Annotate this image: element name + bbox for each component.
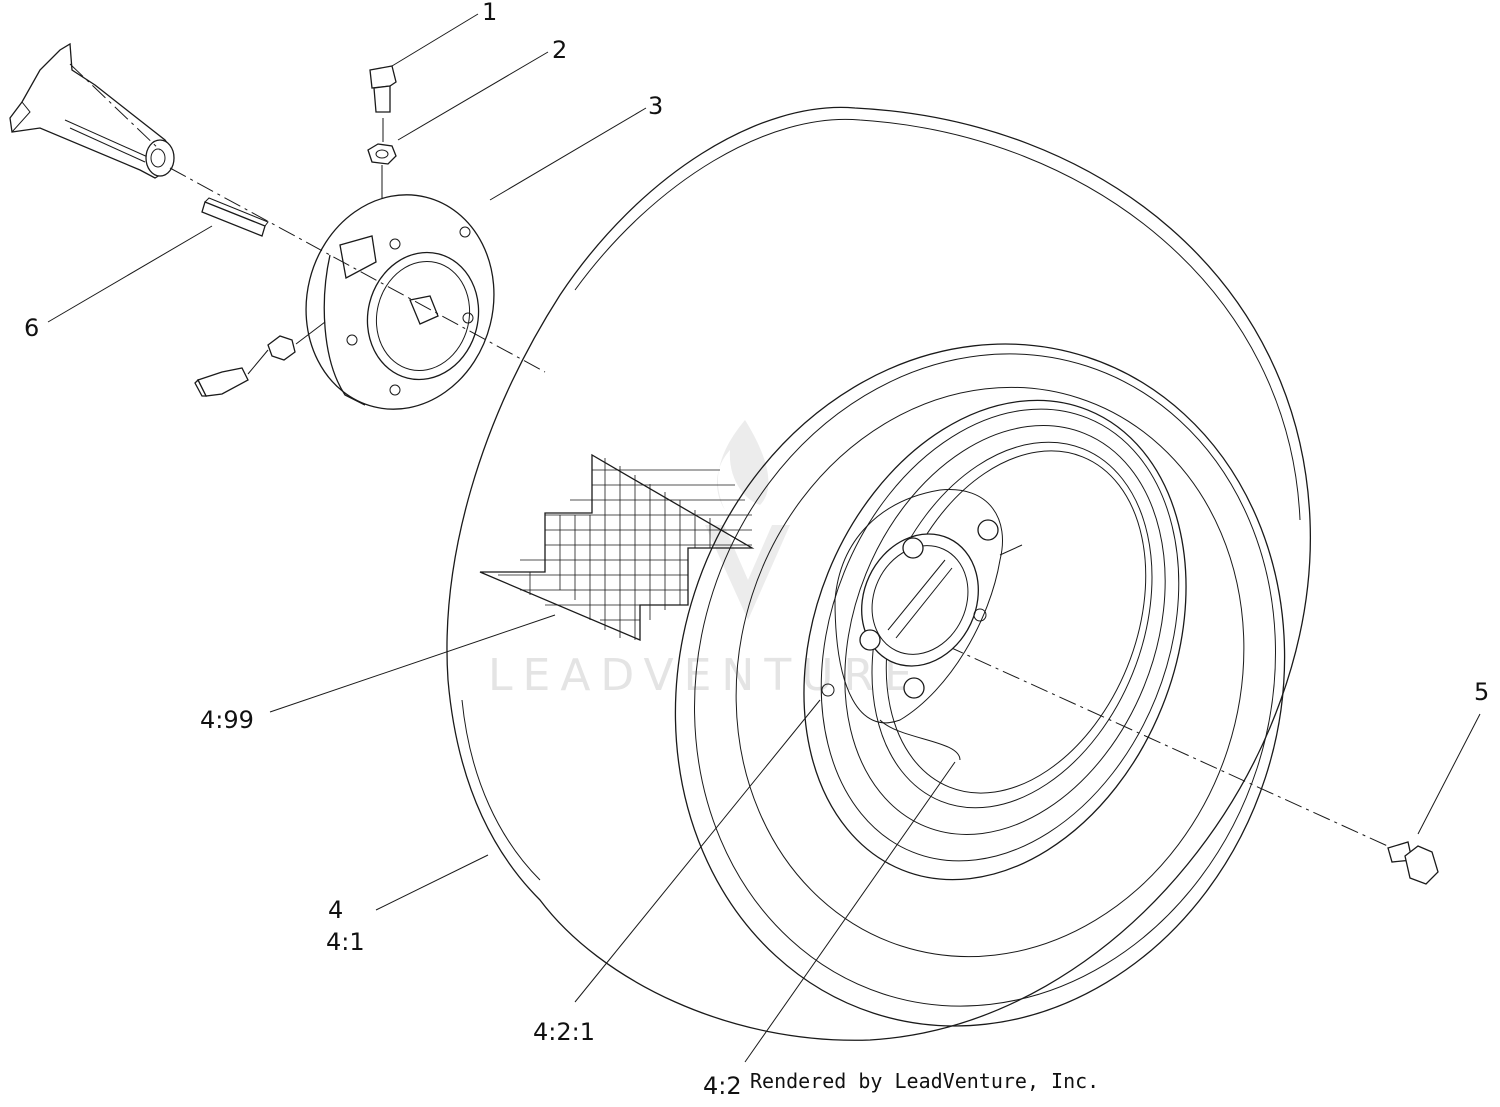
bolt-5 bbox=[1387, 841, 1439, 885]
callout-6: 6 bbox=[24, 314, 39, 342]
tread-pattern bbox=[479, 453, 755, 641]
hub bbox=[305, 194, 495, 410]
leadventure-watermark: LEADVENTURE bbox=[488, 420, 922, 701]
axle-shaft bbox=[9, 42, 175, 179]
render-credit: Rendered by LeadVenture, Inc. bbox=[750, 1069, 1099, 1093]
callouts: 1 2 3 6 4:99 5 4 4:1 4:2:1 4:2 bbox=[24, 0, 1489, 1100]
callout-3: 3 bbox=[648, 92, 663, 120]
nut-2 bbox=[367, 143, 397, 165]
callout-1: 1 bbox=[482, 0, 497, 26]
callout-5: 5 bbox=[1474, 678, 1489, 706]
leader-lines bbox=[47, 13, 1481, 1063]
wheel-tire bbox=[446, 106, 1311, 1041]
key bbox=[201, 197, 269, 237]
bolt-1 bbox=[369, 65, 397, 113]
watermark-text: LEADVENTURE bbox=[488, 650, 922, 701]
callout-2: 2 bbox=[552, 36, 567, 64]
callout-4: 4 bbox=[328, 896, 343, 924]
flame-logo-icon bbox=[705, 420, 790, 620]
lug-studs bbox=[821, 519, 999, 699]
callout-4-2-1: 4:2:1 bbox=[533, 1018, 595, 1046]
set-screw bbox=[194, 321, 326, 397]
callout-4-1: 4:1 bbox=[326, 928, 365, 956]
callout-4-2: 4:2 bbox=[703, 1072, 742, 1100]
callout-4-99: 4:99 bbox=[200, 706, 254, 734]
